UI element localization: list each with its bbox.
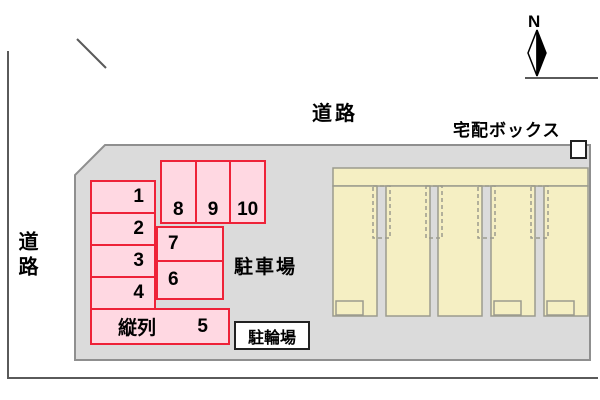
parking-space-5-tandem: 縦列 5 xyxy=(90,308,230,345)
parking-space-3: 3 xyxy=(90,244,156,278)
parking-space-7: 7 xyxy=(156,226,224,262)
overhang-dashed-3 xyxy=(477,185,496,239)
overhang-dashed-1 xyxy=(372,185,391,239)
parking-space-2-number: 2 xyxy=(133,218,144,239)
overhang-dashed-4 xyxy=(530,185,549,239)
parking-space-1-number: 1 xyxy=(133,186,144,207)
entrance-block-2 xyxy=(493,300,522,316)
parking-space-10: 10 xyxy=(229,162,264,222)
building-top-bar xyxy=(332,167,589,187)
parking-space-1: 1 xyxy=(90,180,156,214)
building-wing-2 xyxy=(385,185,431,317)
overhang-dashed-2 xyxy=(425,185,443,239)
parking-space-9: 9 xyxy=(194,162,230,222)
parking-space-8: 8 xyxy=(173,199,184,220)
delivery-box-icon xyxy=(570,140,587,159)
building-wing-1 xyxy=(332,185,378,317)
bicycle-parking-badge: 駐輪場 xyxy=(234,321,310,350)
parking-space-group-8-10: 8 9 10 xyxy=(160,160,266,224)
compass-n-label: N xyxy=(528,12,541,31)
parking-space-4-number: 4 xyxy=(133,282,144,303)
parking-space-2: 2 xyxy=(90,212,156,246)
entrance-block-3 xyxy=(546,300,575,316)
parking-space-4: 4 xyxy=(90,276,156,310)
parking-space-7-number: 7 xyxy=(168,233,179,254)
compass-needle-east-half xyxy=(536,29,547,77)
building-wing-4 xyxy=(490,185,536,317)
parking-space-5-number: 5 xyxy=(197,315,208,337)
bicycle-parking-label: 駐輪場 xyxy=(247,329,296,347)
parking-space-6: 6 xyxy=(156,260,224,300)
parking-space-3-number: 3 xyxy=(133,250,144,271)
delivery-box-label: 宅配ボックス xyxy=(453,121,561,140)
road-label-left: 道路 xyxy=(15,231,37,281)
building-wing-3 xyxy=(437,185,483,317)
building-wing-5 xyxy=(543,185,589,317)
road-label-top: 道路 xyxy=(312,103,358,125)
tandem-label: 縦列 xyxy=(118,318,157,339)
compass-needle-west-half xyxy=(527,29,538,77)
parking-space-6-number: 6 xyxy=(168,269,179,290)
road-corner-line xyxy=(76,38,107,69)
parking-lot-label: 駐車場 xyxy=(234,257,298,278)
entrance-block-1 xyxy=(335,300,364,316)
